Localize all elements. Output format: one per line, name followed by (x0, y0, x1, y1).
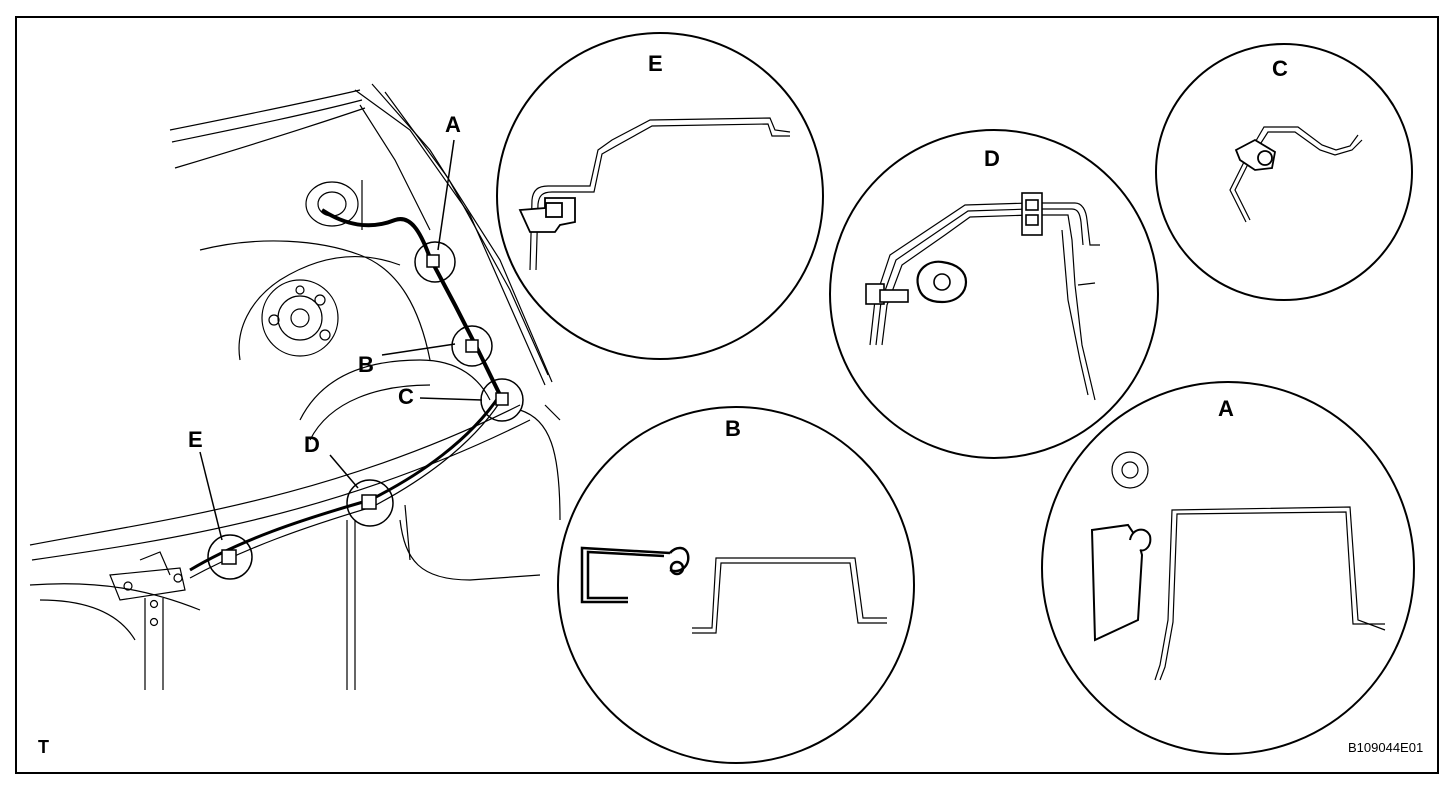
vehicle-overview (29, 83, 561, 690)
leader-lines (199, 139, 483, 541)
figure-code: B109044E01 (1348, 740, 1423, 755)
detail-label-e: E (648, 51, 663, 76)
callout-label-a: A (445, 112, 461, 137)
callout-circle-e (207, 534, 253, 580)
detail-label-b: B (725, 416, 741, 441)
detail-view-d: D (829, 129, 1159, 459)
corner-mark: T (38, 737, 49, 757)
callout-circle-d (346, 479, 394, 527)
detail-label-d: D (984, 146, 1000, 171)
callout-label-c: C (398, 384, 414, 409)
detail-label-c: C (1272, 56, 1288, 81)
detail-label-a: A (1218, 396, 1234, 421)
callout-label-d: D (304, 432, 320, 457)
callout-circle-b (451, 325, 493, 367)
detail-view-a: A (1041, 381, 1415, 755)
detail-view-c: C (1155, 43, 1413, 301)
detail-view-b: B (557, 406, 915, 764)
callout-circle-a (414, 241, 456, 283)
callout-label-b: B (358, 352, 374, 377)
callout-label-e: E (188, 427, 203, 452)
detail-view-e: E (496, 32, 824, 360)
